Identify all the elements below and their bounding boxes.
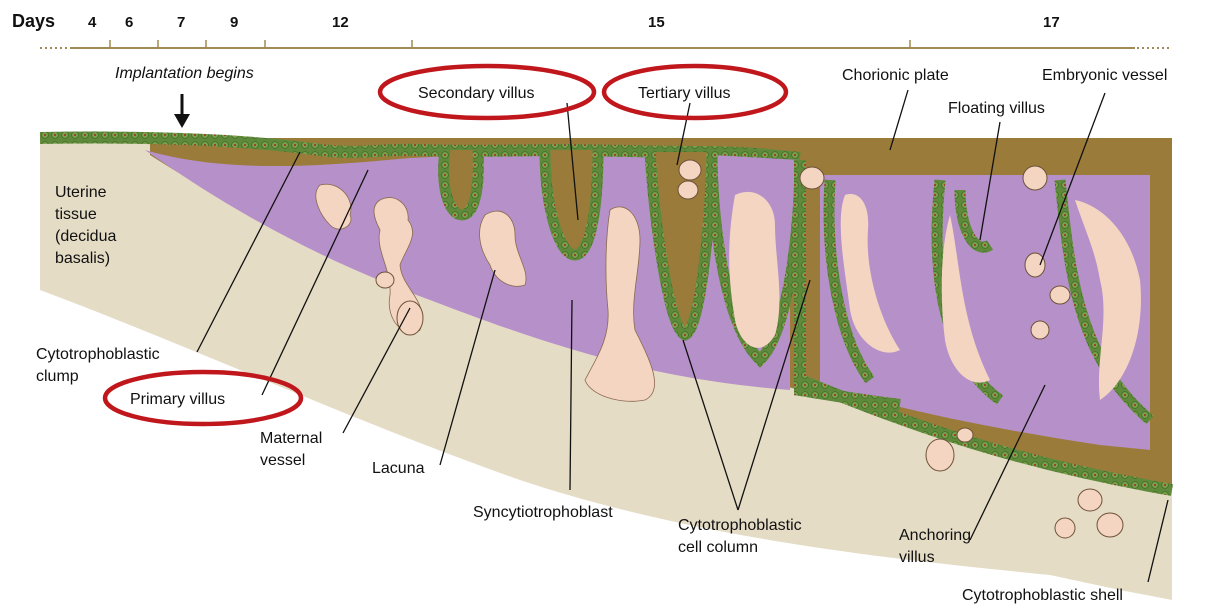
implantation-label: Implantation begins (115, 65, 254, 82)
anchoring-villus-label: Anchoring (899, 527, 971, 544)
timeline-title: Days (12, 11, 55, 31)
floating-villus-label: Floating villus (948, 100, 1045, 117)
implantation-arrow (174, 94, 190, 128)
maternal-vessel-label: vessel (260, 452, 305, 469)
uterine-tissue-label: Uterine (55, 184, 107, 201)
cell-column-label: cell column (678, 539, 758, 556)
cytotrophoblastic-shell-label: Cytotrophoblastic shell (962, 587, 1123, 604)
day-label: 7 (177, 14, 185, 31)
day-label: 17 (1043, 14, 1060, 31)
cell-column-label: Cytotrophoblastic (678, 517, 802, 534)
uterine-tissue-label: tissue (55, 206, 97, 223)
day-label: 4 (88, 14, 97, 31)
anchoring-villus-label: villus (899, 549, 935, 566)
maternal-vessel-label: Maternal (260, 430, 322, 447)
day-label: 9 (230, 14, 238, 31)
lacuna-label: Lacuna (372, 460, 425, 477)
day-timeline: Days 4 6 7 9 12 15 17 (12, 11, 1170, 48)
day-label: 12 (332, 14, 349, 31)
tertiary-villus-label: Tertiary villus (638, 85, 730, 102)
secondary-villus-label: Secondary villus (418, 85, 535, 102)
primary-villus-label: Primary villus (130, 391, 225, 408)
syncytiotrophoblast-label: Syncytiotrophoblast (473, 504, 613, 521)
uterine-tissue-label: (decidua (55, 228, 116, 245)
day-label: 6 (125, 14, 133, 31)
chorionic-plate-label: Chorionic plate (842, 67, 949, 84)
uterine-tissue-label: basalis) (55, 250, 110, 267)
embryonic-vessel-label: Embryonic vessel (1042, 67, 1167, 84)
cytotrophoblastic-clump-label: clump (36, 368, 79, 385)
day-label: 15 (648, 14, 665, 31)
cytotrophoblastic-clump-label: Cytotrophoblastic (36, 346, 160, 363)
